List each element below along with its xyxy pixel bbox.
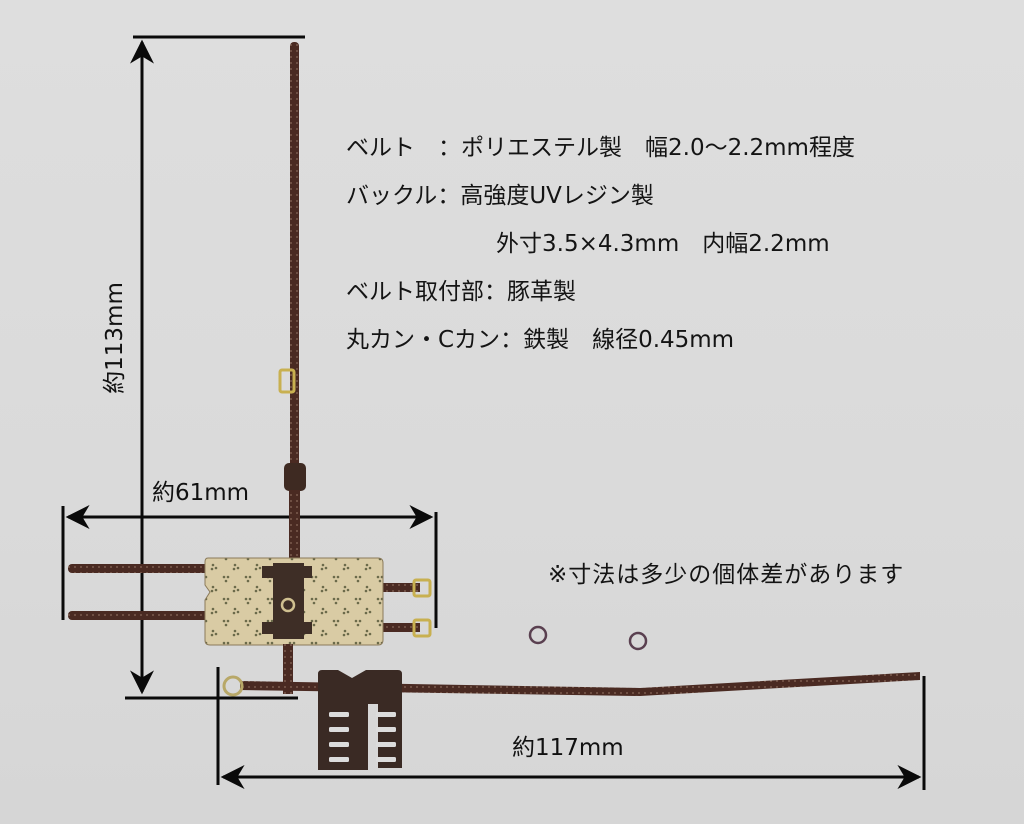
spec-row: ベルト ： ポリエステル製 幅2.0〜2.2mm程度 xyxy=(346,124,855,172)
height-label: 約113mm xyxy=(102,282,128,394)
width-dimension xyxy=(61,505,438,628)
belt-length-label: 約117mm xyxy=(512,735,624,761)
belt xyxy=(222,672,920,697)
belt-length-dimension xyxy=(216,667,926,790)
ring-icon xyxy=(528,625,548,645)
spec-value: 豚革製 xyxy=(507,279,576,305)
ring-icon xyxy=(222,675,244,697)
spec-value: 鉄製 線径0.45mm xyxy=(523,327,735,353)
spec-key: ベルト取付部 xyxy=(346,279,484,305)
spec-row: バックル ： 高強度UVレジン製 xyxy=(346,172,855,220)
leather-pad xyxy=(204,557,384,646)
spec-sep: ： xyxy=(484,279,507,305)
buckle-plate xyxy=(318,670,402,770)
spec-key: バックル xyxy=(346,183,438,209)
height-label-wrap: 約113mm xyxy=(92,268,132,408)
spec-value: 外寸3.5×4.3mm 内幅2.2mm xyxy=(496,231,830,257)
spec-row: 丸カン・Cカン ： 鉄製 線径0.45mm xyxy=(346,316,855,364)
side-straps xyxy=(68,564,432,638)
vertical-strap xyxy=(278,42,306,565)
spec-key: 丸カン・Cカン xyxy=(346,327,501,353)
spec-sep: ： xyxy=(437,183,461,209)
connector-strap xyxy=(283,644,293,694)
spec-row: ベルト取付部 ： 豚革製 xyxy=(346,268,855,316)
spec-key: ベルト xyxy=(346,135,415,161)
spec-sep: ： xyxy=(415,135,461,161)
buckle-icon xyxy=(412,578,432,598)
variation-note: ※寸法は多少の個体差があります xyxy=(548,562,905,588)
spec-list: ベルト ： ポリエステル製 幅2.0〜2.2mm程度 バックル ： 高強度UVレ… xyxy=(346,124,855,364)
width-label: 約61mm xyxy=(152,480,250,506)
spec-sep: ： xyxy=(500,327,524,353)
ring-icon xyxy=(628,631,648,651)
spec-value: 高強度UVレジン製 xyxy=(460,183,654,209)
spec-value: ポリエステル製 幅2.0〜2.2mm程度 xyxy=(461,135,855,161)
buckle-icon xyxy=(412,618,432,638)
height-dimension xyxy=(125,35,305,700)
spec-row: 外寸3.5×4.3mm 内幅2.2mm xyxy=(346,220,855,268)
buckle-icon xyxy=(278,368,296,394)
grommet-icon xyxy=(280,597,296,613)
